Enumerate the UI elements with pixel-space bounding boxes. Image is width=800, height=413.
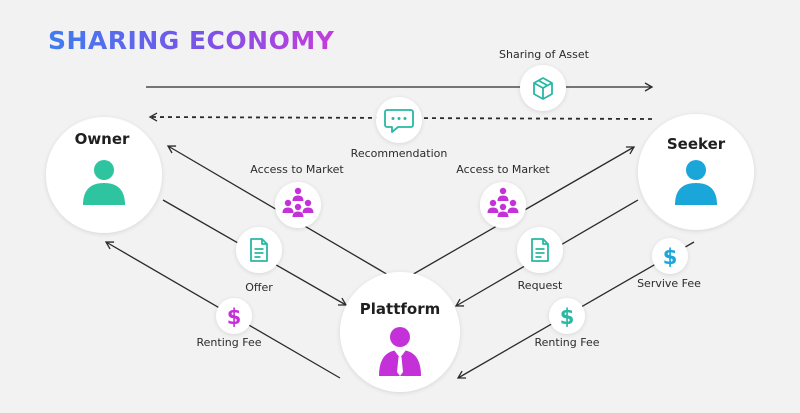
- offer-label: Offer: [245, 281, 273, 294]
- renting-fee-right-label: Renting Fee: [534, 336, 600, 349]
- dollar-icon: $: [227, 305, 242, 329]
- people-icon: [487, 187, 519, 217]
- servive-fee-label: Servive Fee: [637, 277, 701, 290]
- box-icon: [533, 77, 553, 100]
- access-to-market-right-label: Access to Market: [456, 163, 550, 176]
- dollar-icon: $: [663, 245, 678, 269]
- owner-label: Owner: [74, 130, 130, 148]
- document-icon: [250, 238, 268, 262]
- dollar-icon-circle-left: [216, 298, 252, 334]
- sharing-of-asset-label: Sharing of Asset: [499, 48, 589, 61]
- renting-fee-left-label: Renting Fee: [196, 336, 262, 349]
- recommendation-label: Recommendation: [350, 147, 448, 160]
- person-icon: [83, 160, 125, 205]
- dollar-icon: $: [560, 305, 575, 329]
- access-to-market-left-label: Access to Market: [250, 163, 344, 176]
- dollar-icon-circle-service: [652, 238, 688, 274]
- businessman-icon: [379, 327, 421, 376]
- request-label: Request: [517, 279, 563, 292]
- request-icon-circle: [517, 227, 563, 273]
- person-icon: [675, 160, 717, 205]
- platform-label: Plattform: [359, 300, 441, 318]
- document-icon: [531, 238, 549, 262]
- chat-icon: [384, 109, 414, 133]
- seeker-label: Seeker: [666, 135, 726, 153]
- offer-icon-circle: [236, 227, 282, 273]
- dollar-icon-circle-right: [549, 298, 585, 334]
- people-icon: [282, 187, 314, 217]
- page-title: SHARING ECONOMY: [48, 26, 335, 55]
